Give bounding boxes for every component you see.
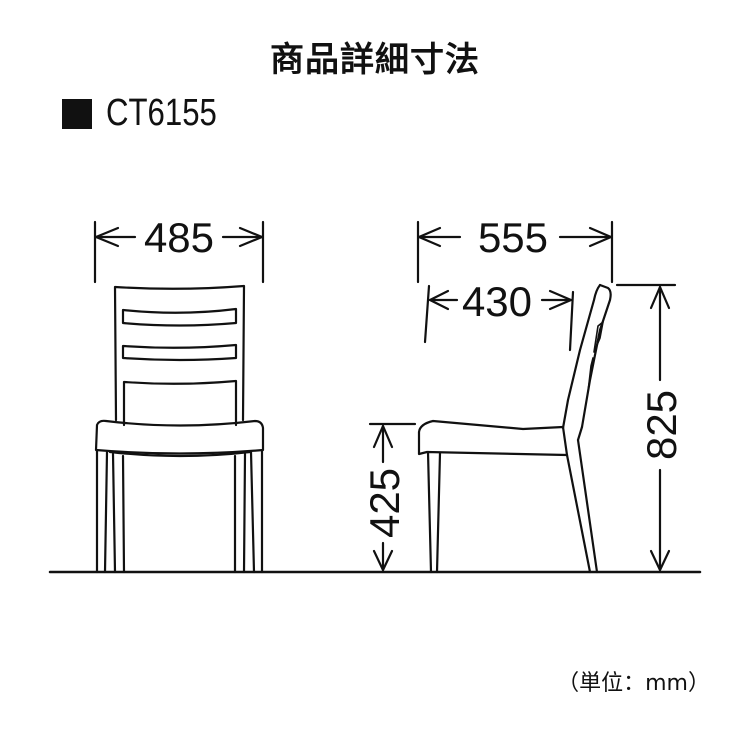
square-bullet-icon bbox=[62, 98, 92, 129]
seat-height-label: 425 bbox=[361, 468, 408, 538]
chair-front-view: 485 bbox=[93, 214, 265, 574]
model-code: CT6155 bbox=[106, 92, 217, 134]
unit-label: （単位：mm） bbox=[557, 671, 710, 696]
page-title: 商品詳細寸法 bbox=[270, 40, 480, 80]
total-height-label: 825 bbox=[638, 390, 685, 460]
side-depth-label: 555 bbox=[478, 214, 548, 261]
chair-side-view: 555 430 425 825 bbox=[361, 214, 685, 574]
seat-depth-label: 430 bbox=[462, 278, 532, 325]
model-label: CT6155 bbox=[62, 92, 241, 135]
front-width-label: 485 bbox=[144, 214, 214, 261]
